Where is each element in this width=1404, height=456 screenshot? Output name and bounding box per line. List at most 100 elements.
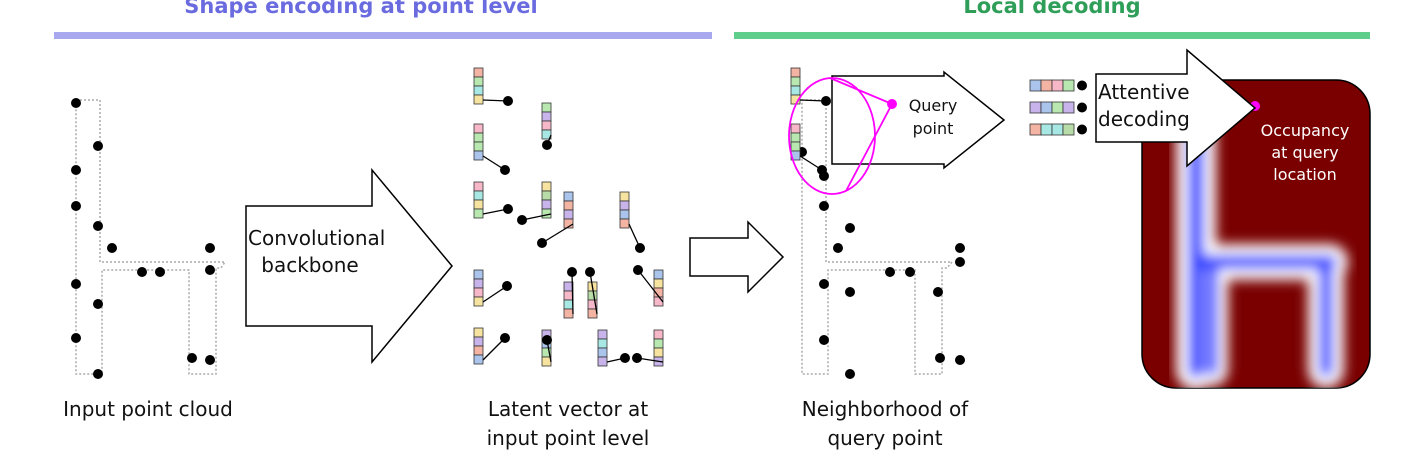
input-point	[155, 267, 165, 277]
latent-vector	[537, 191, 574, 248]
feature-cell	[473, 150, 484, 161]
feature-cell	[473, 181, 484, 192]
feature-cell	[653, 329, 664, 340]
caption-neighborhood: Neighborhood of query point	[801, 397, 969, 450]
feature-cell	[1062, 101, 1075, 114]
feature-cell	[587, 308, 598, 319]
input-point	[567, 267, 577, 277]
feature-cell	[473, 132, 484, 143]
feature-cell	[1062, 79, 1075, 92]
feature-cell	[541, 208, 552, 219]
input-point	[71, 333, 81, 343]
latent-vector	[541, 102, 552, 150]
neighborhood-chair-outline	[801, 99, 954, 375]
feature-cell	[597, 356, 608, 367]
tangent-line-bottom	[845, 103, 893, 192]
latent-vector	[517, 181, 552, 225]
neighborhood-point	[905, 267, 915, 277]
input-point	[542, 140, 552, 150]
feature-cell	[473, 141, 484, 152]
feature-cell	[790, 123, 801, 134]
neighborhood-point	[845, 287, 855, 297]
feature-cell	[653, 296, 664, 307]
feature-cell	[1051, 79, 1064, 92]
input-point	[620, 353, 630, 363]
latent-vector	[473, 269, 512, 307]
neighborhood-point	[955, 257, 965, 267]
feature-link	[571, 271, 574, 315]
feature-cell	[597, 329, 608, 340]
input-point	[542, 335, 552, 345]
feature-link	[482, 337, 506, 361]
feature-cell	[541, 120, 552, 131]
feature-link	[637, 269, 664, 303]
transition-arrow	[689, 220, 785, 294]
feature-cell	[1029, 79, 1042, 92]
neighborhood-point	[819, 201, 829, 211]
feature-cell	[619, 200, 630, 211]
feature-point	[1077, 124, 1087, 135]
feature-cell	[563, 200, 574, 211]
occupancy-label: Occupancy at query location	[1260, 121, 1350, 184]
feature-cell	[1051, 123, 1064, 136]
latent-vector	[473, 67, 513, 106]
feature-cell	[1040, 79, 1053, 92]
feature-cell	[473, 76, 484, 87]
feature-cell	[790, 141, 801, 152]
input-point	[71, 201, 81, 211]
latent-vector	[632, 329, 664, 367]
decoder-feature-row	[1029, 123, 1087, 136]
feature-cell	[790, 132, 801, 143]
neighborhood-point	[955, 355, 965, 365]
feature-cell	[619, 218, 630, 229]
neighborhood-point	[935, 353, 945, 363]
feature-point	[1077, 80, 1087, 91]
feature-cell	[790, 67, 801, 78]
feature-cell	[473, 354, 484, 365]
input-point	[187, 353, 197, 363]
latent-vector	[473, 123, 510, 175]
latent-vector	[633, 265, 664, 307]
input-point	[517, 215, 527, 225]
neighborhood-point	[845, 369, 855, 379]
neighborhood-latent-vector	[790, 67, 831, 106]
query-point-marker	[887, 99, 897, 109]
neighborhood-point	[955, 243, 965, 253]
latent-vector	[597, 329, 630, 367]
latent-vector	[541, 329, 552, 367]
decoder-input-features	[1029, 79, 1087, 136]
feature-cell	[473, 336, 484, 347]
latent-vector	[619, 191, 645, 253]
input-point	[500, 333, 510, 343]
feature-point	[1077, 102, 1087, 113]
neighborhood-latent-vector	[790, 123, 827, 175]
input-point	[71, 165, 81, 175]
neighborhood-point	[819, 335, 829, 345]
feature-cell	[1040, 123, 1053, 136]
feature-cell	[619, 209, 630, 220]
feature-cell	[473, 208, 484, 219]
feature-cell	[653, 347, 664, 358]
feature-cell	[473, 199, 484, 210]
query-point-label: Query point	[908, 96, 958, 138]
feature-cell	[541, 181, 552, 192]
feature-cell	[473, 67, 484, 78]
feature-cell	[541, 190, 552, 201]
feature-link	[589, 271, 598, 315]
input-point	[821, 96, 831, 106]
feature-cell	[541, 129, 552, 140]
input-point-cloud	[71, 98, 227, 379]
feature-cell	[563, 209, 574, 220]
caption-latent-vector: Latent vector at input point level	[486, 397, 650, 450]
decoding-arrow	[1095, 48, 1257, 168]
feature-cell	[541, 356, 552, 367]
feature-cell	[790, 85, 801, 96]
input-point	[635, 243, 645, 253]
decoding-header: Local decoding	[963, 0, 1141, 18]
backbone-label: Convolutional backbone	[248, 226, 386, 277]
input-point	[205, 355, 215, 365]
decoder-feature-row	[1029, 101, 1087, 114]
encoding-header: Shape encoding at point level	[184, 0, 538, 18]
